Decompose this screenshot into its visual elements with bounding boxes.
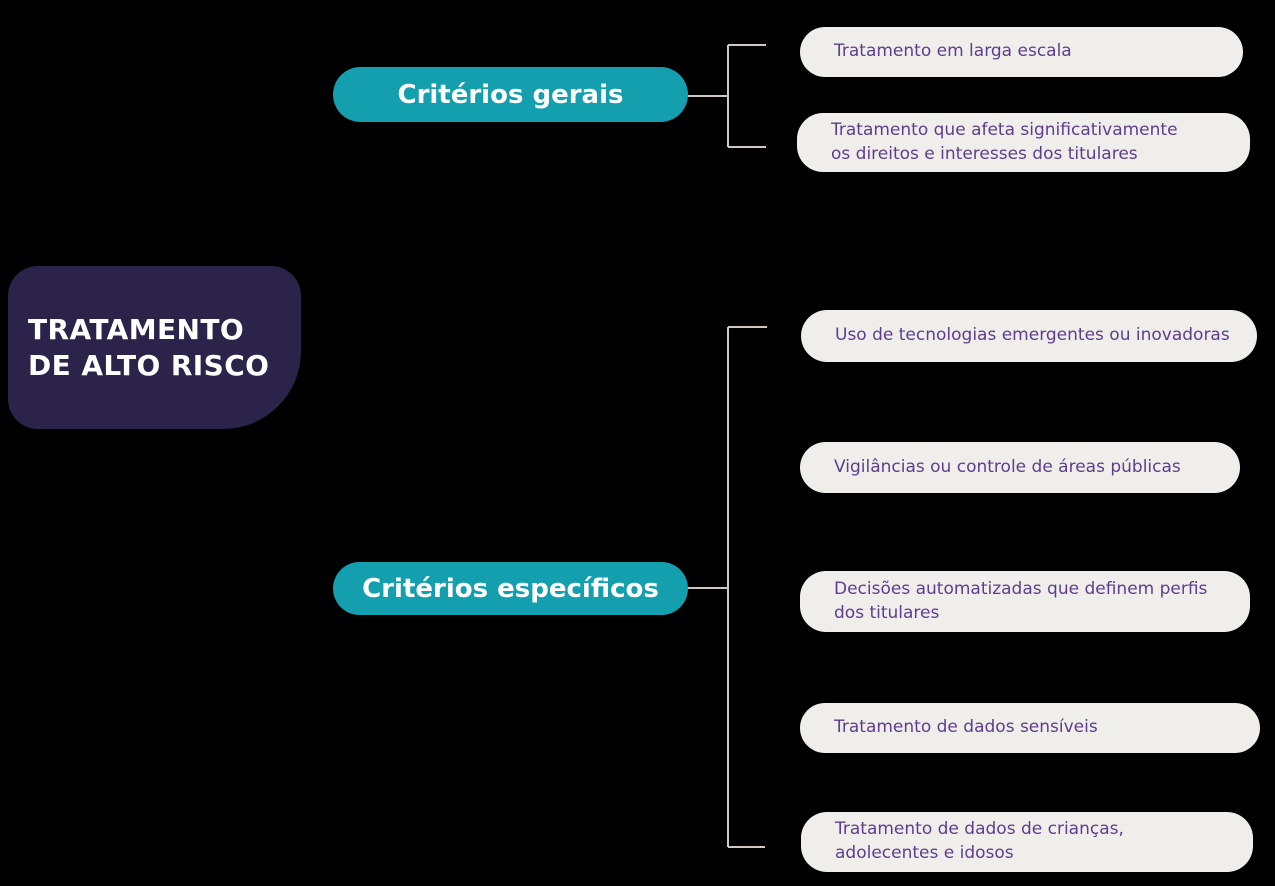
- leaf-node-larga-escala[interactable]: Tratamento em larga escala: [800, 27, 1243, 77]
- bracket-criterios-especificos: [688, 326, 767, 848]
- branch-label: Critérios específicos: [362, 573, 659, 604]
- leaf-node-tecnologias-emergentes[interactable]: Uso de tecnologias emergentes ou inovado…: [801, 310, 1257, 362]
- leaf-label: Decisões automatizadas que definem perfi…: [834, 578, 1208, 623]
- leaf-label: Tratamento que afeta significativamente …: [831, 119, 1178, 164]
- leaf-label: Vigilâncias ou controle de áreas pública…: [834, 456, 1181, 477]
- branch-node-criterios-especificos[interactable]: Critérios específicos: [333, 562, 688, 615]
- root-node-label: TRATAMENTO DE ALTO RISCO: [28, 312, 270, 382]
- leaf-node-criancas-idosos[interactable]: Tratamento de dados de crianças, adolece…: [801, 812, 1253, 872]
- leaf-label: Tratamento de dados de crianças, adolece…: [835, 819, 1124, 863]
- leaf-label: Uso de tecnologias emergentes ou inovado…: [835, 325, 1230, 346]
- leaf-node-dados-sensiveis[interactable]: Tratamento de dados sensíveis: [800, 703, 1260, 753]
- leaf-node-vigilancias[interactable]: Vigilâncias ou controle de áreas pública…: [800, 442, 1240, 493]
- leaf-label: Tratamento em larga escala: [834, 41, 1072, 62]
- leaf-node-decisoes-automatizadas[interactable]: Decisões automatizadas que definem perfi…: [800, 571, 1250, 632]
- branch-node-criterios-gerais[interactable]: Critérios gerais: [333, 67, 688, 122]
- root-node[interactable]: TRATAMENTO DE ALTO RISCO: [8, 266, 301, 429]
- bracket-criterios-gerais: [688, 44, 766, 148]
- branch-label: Critérios gerais: [397, 79, 624, 110]
- leaf-node-afeta-direitos[interactable]: Tratamento que afeta significativamente …: [797, 113, 1250, 172]
- leaf-label: Tratamento de dados sensíveis: [834, 717, 1098, 738]
